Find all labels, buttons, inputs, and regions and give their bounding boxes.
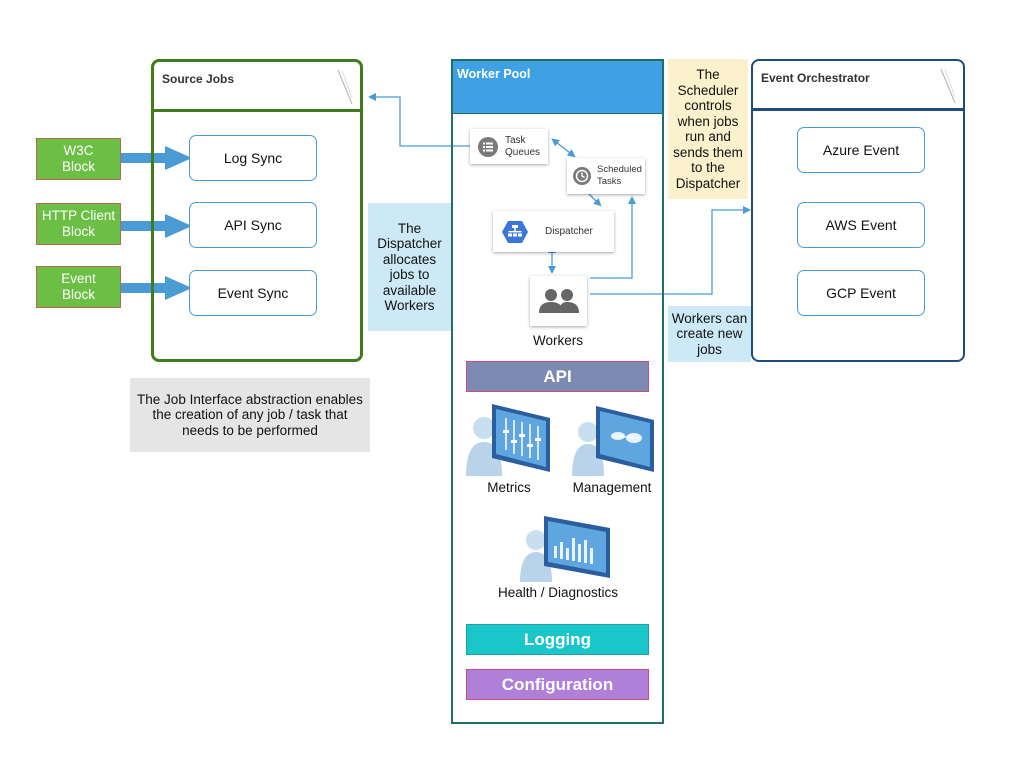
worker-pool-title: Worker Pool (457, 67, 531, 81)
block-arrow-event (120, 276, 192, 300)
job-log-sync[interactable]: Log Sync (189, 135, 317, 181)
arrow-workers-to-scheduled (590, 196, 636, 279)
event-orchestrator-panel: Event Orchestrator (750, 59, 965, 362)
source-jobs-title: Source Jobs (162, 72, 235, 86)
arrow-queues-scheduled (551, 138, 576, 158)
dispatcher-note: The Dispatcher allocates jobs to availab… (368, 203, 451, 331)
management-label: Management (572, 480, 652, 495)
event-gcp[interactable]: GCP Event (797, 270, 925, 316)
scheduler-note: The Scheduler controls when jobs run and… (668, 59, 748, 199)
arrow-scheduled-dispatcher (586, 191, 602, 207)
task-queues-label: Task Queues (505, 134, 541, 158)
logging-bar[interactable]: Logging (466, 624, 649, 655)
workers-note: Workers can create new jobs (668, 306, 751, 362)
worker-pool-header: Worker Pool (453, 61, 662, 114)
metrics-illustration (466, 404, 550, 476)
page-fold-icon (337, 69, 353, 105)
scheduled-tasks-label: Scheduled Tasks (597, 164, 642, 187)
page-fold-icon (940, 68, 956, 104)
dispatcher-icon (502, 220, 528, 243)
workers-card[interactable] (530, 276, 587, 326)
job-event-sync[interactable]: Event Sync (189, 270, 317, 316)
health-diagnostics-illustration (520, 516, 610, 582)
block-arrow-http (120, 214, 192, 238)
task-queues-icon (478, 136, 498, 157)
metrics-label: Metrics (487, 480, 531, 495)
job-interface-note: The Job Interface abstraction enables th… (130, 378, 370, 452)
scheduled-tasks-icon (573, 167, 591, 185)
api-bar[interactable]: API (466, 361, 649, 392)
task-queues-card[interactable]: Task Queues (470, 129, 548, 164)
dispatcher-card[interactable]: Dispatcher (493, 211, 614, 252)
workers-label: Workers (532, 333, 583, 348)
event-orchestrator-title: Event Orchestrator (761, 71, 870, 85)
management-illustration (572, 406, 654, 476)
source-jobs-panel: Source Jobs (151, 59, 363, 362)
event-block[interactable]: Event Block (36, 266, 121, 308)
event-orchestrator-header-divider (750, 108, 965, 111)
job-api-sync[interactable]: API Sync (189, 202, 317, 248)
arrow-workers-to-events (590, 206, 751, 295)
arrow-queues-to-source-jobs (368, 93, 470, 147)
health-diagnostics-label: Health / Diagnostics (497, 585, 619, 600)
configuration-bar[interactable]: Configuration (466, 669, 649, 700)
workers-icon (538, 289, 579, 313)
scheduled-tasks-card[interactable]: Scheduled Tasks (567, 158, 645, 194)
event-aws[interactable]: AWS Event (797, 202, 925, 248)
event-azure[interactable]: Azure Event (797, 127, 925, 173)
http-client-block[interactable]: HTTP Client Block (36, 203, 121, 245)
worker-pool-panel (451, 59, 664, 724)
block-arrow-w3c (120, 146, 192, 170)
source-jobs-header-divider (151, 109, 363, 112)
dispatcher-label: Dispatcher (545, 226, 593, 237)
w3c-block[interactable]: W3C Block (36, 138, 121, 180)
